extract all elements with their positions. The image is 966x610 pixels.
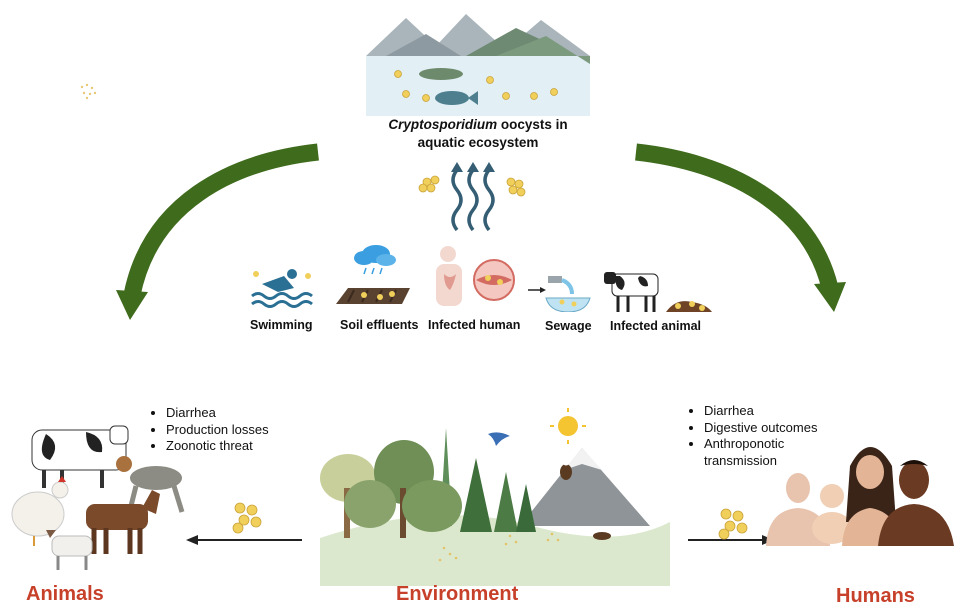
horse-icon xyxy=(86,490,160,554)
humans-bullet: Anthroponotic transmission xyxy=(704,436,824,469)
right-curved-arrow xyxy=(635,143,846,312)
caption-italic: Cryptosporidium xyxy=(388,117,498,132)
soil-rain-icon xyxy=(336,245,410,304)
oocyst-cluster-icon xyxy=(418,175,526,197)
environment-illustration xyxy=(320,408,670,586)
caption-rest: oocysts in xyxy=(497,117,568,132)
swimmer-icon xyxy=(251,269,313,308)
sewage-icon xyxy=(528,276,591,312)
infected-human-icon xyxy=(436,246,515,306)
man-icon xyxy=(766,473,830,546)
aquatic-ecosystem-illustration xyxy=(366,14,590,116)
eagle-icon xyxy=(560,458,572,480)
oocyst-dots xyxy=(394,70,558,102)
rising-waves-icon xyxy=(418,162,526,232)
route-label-infected-animal: Infected animal xyxy=(610,319,701,333)
route-label-sewage: Sewage xyxy=(545,319,592,333)
environment-title: Environment xyxy=(396,583,519,605)
animals-illustration xyxy=(11,425,185,570)
bird-icon xyxy=(488,432,510,446)
fish-icon xyxy=(435,91,478,105)
animals-bullet: Diarrhea xyxy=(166,405,269,422)
man-dark-icon xyxy=(878,460,954,546)
route-label-infected-human: Infected human xyxy=(428,318,521,332)
left-curved-arrow xyxy=(116,143,319,320)
trees-icon xyxy=(320,428,536,538)
animals-bullets: Diarrhea Production losses Zoonotic thre… xyxy=(152,405,269,455)
animals-bullet: Production losses xyxy=(166,422,269,439)
cow-icon xyxy=(31,425,129,488)
mole-icon xyxy=(593,532,611,540)
oocyst-cluster-icon xyxy=(232,502,262,534)
baby-icon xyxy=(812,484,852,544)
animals-title: Animals xyxy=(26,583,104,605)
humans-bullet: Digestive outcomes xyxy=(704,420,824,437)
oocyst-cluster-icon xyxy=(718,508,748,540)
humans-bullet: Diarrhea xyxy=(704,403,824,420)
oocyst-speckle-icon xyxy=(438,532,560,562)
oocyst-speckle-icon xyxy=(80,83,97,100)
caption-line2: aquatic ecosystem xyxy=(417,135,539,150)
route-label-soil: Soil effluents xyxy=(340,318,419,332)
humans-bullets: Diarrhea Digestive outcomes Anthroponoti… xyxy=(690,403,824,469)
humans-illustration xyxy=(766,447,954,546)
animals-bullet: Zoonotic threat xyxy=(166,438,269,455)
mountain-icon xyxy=(520,448,650,526)
arrow-to-animals xyxy=(186,535,302,545)
sun-icon xyxy=(550,408,586,444)
chicken-icon xyxy=(11,476,69,546)
woman-icon xyxy=(842,447,900,546)
route-label-swimming: Swimming xyxy=(250,318,313,332)
infected-cow-icon xyxy=(604,272,712,312)
humans-title: Humans xyxy=(836,585,915,607)
aquatic-caption: Cryptosporidium oocysts in aquatic ecosy… xyxy=(360,116,596,152)
goat-icon xyxy=(46,530,93,570)
